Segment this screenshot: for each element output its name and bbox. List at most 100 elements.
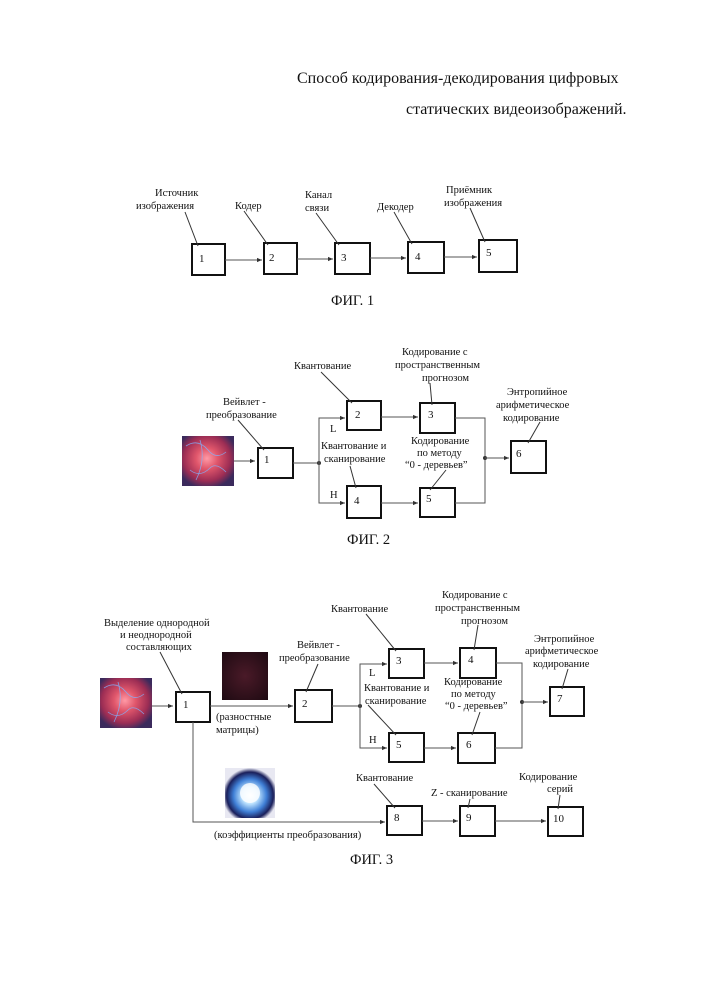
fig3-label-H: H bbox=[369, 735, 377, 746]
fig1-box-5 bbox=[479, 240, 517, 272]
fig3-box-2 bbox=[295, 690, 332, 722]
fig3-label-diff-1: (разностные bbox=[216, 712, 272, 723]
fig3-leader-3 bbox=[366, 614, 396, 651]
fig3-box-6 bbox=[458, 733, 495, 763]
fig3-leader-2 bbox=[306, 664, 318, 692]
fig1-label-coder: Кодер bbox=[235, 201, 262, 212]
fig2-label-L: L bbox=[330, 424, 336, 435]
fig1-label-channel-2: связи bbox=[305, 203, 329, 214]
fig3-label-entropy-2: арифметическое bbox=[525, 646, 599, 657]
fig1-leader-1 bbox=[185, 212, 198, 246]
fig2-label-entropy-3: кодирование bbox=[503, 413, 560, 424]
fig3-label-qscan-1: Квантование и bbox=[364, 683, 430, 694]
fig1-label-source-1: Источник bbox=[155, 188, 199, 199]
fig1-box-4-number: 4 bbox=[415, 251, 421, 263]
fig2-leader-2 bbox=[321, 372, 352, 403]
fig3-box-2-number: 2 bbox=[302, 698, 308, 710]
fig3-label-tree-1: Кодирование bbox=[444, 677, 503, 688]
fig2-diagram: 1 2 3 4 5 6 Вейвлет - преобразование Ква… bbox=[182, 347, 570, 548]
fig2-box-6-number: 6 bbox=[516, 448, 522, 460]
fig2-label-tree-1: Кодирование bbox=[411, 436, 470, 447]
fig2-label-wavelet-1: Вейвлет - bbox=[223, 397, 266, 408]
fig2-box-2-number: 2 bbox=[355, 409, 361, 421]
fig3-label-wavelet-1: Вейвлет - bbox=[297, 640, 340, 651]
fig3-label-qscan-2: сканирование bbox=[365, 696, 427, 707]
fig3-leader-8 bbox=[374, 784, 395, 808]
fig3-label-spatial-2: пространственным bbox=[435, 603, 520, 614]
fig2-box-2 bbox=[347, 401, 381, 430]
fig3-leader-5 bbox=[368, 705, 396, 735]
fig1-diagram: 1 2 3 4 5 Источник изображения Кодер Кан… bbox=[136, 185, 517, 309]
fig2-label-spatial-3: прогнозом bbox=[422, 373, 469, 384]
fig3-label-select-3: составляющих bbox=[126, 642, 193, 653]
fig3-label-quant: Квантование bbox=[331, 604, 389, 615]
fig3-leader-4 bbox=[474, 625, 478, 650]
fig3-label-runs-1: Кодирование bbox=[519, 772, 578, 783]
fig3-box-10-number: 10 bbox=[553, 813, 565, 825]
fig1-leader-4 bbox=[394, 212, 412, 244]
fig3-label-L: L bbox=[369, 668, 375, 679]
fig1-label-source-2: изображения bbox=[136, 201, 194, 212]
fig2-label-tree-3: “0 - деревьев” bbox=[405, 460, 468, 471]
fig2-caption: ФИГ. 2 bbox=[347, 532, 390, 548]
fig2-box-3 bbox=[420, 403, 455, 433]
fig3-label-spatial-3: прогнозом bbox=[461, 616, 508, 627]
fig3-coefficient-image bbox=[225, 768, 275, 818]
fig3-label-diff-2: матрицы) bbox=[216, 725, 259, 736]
fig3-label-select-1: Выделение однородной bbox=[104, 618, 210, 629]
fig3-box-4-number: 4 bbox=[468, 654, 474, 666]
fig2-box-3-number: 3 bbox=[428, 409, 434, 421]
fig3-box-4 bbox=[460, 648, 496, 678]
fig3-box-1 bbox=[176, 692, 210, 722]
fig3-label-runs-2: серий bbox=[547, 784, 573, 795]
fig1-leader-2 bbox=[244, 211, 268, 245]
fig3-input-image bbox=[100, 678, 152, 728]
fig2-label-wavelet-2: преобразование bbox=[206, 410, 277, 421]
fig3-box-5 bbox=[389, 733, 424, 762]
fig3-label-wavelet-2: преобразование bbox=[279, 653, 350, 664]
fig3-label-coef: (коэффициенты преобразования) bbox=[214, 830, 362, 841]
fig3-label-quant2: Квантование bbox=[356, 773, 414, 784]
fig3-box-3 bbox=[389, 649, 424, 678]
fig3-diagram: 1 2 3 4 5 6 7 8 9 10 Выде bbox=[100, 590, 599, 868]
fig1-leader-3 bbox=[316, 213, 339, 245]
fig3-box-1-number: 1 bbox=[183, 699, 189, 711]
fig2-leader-3 bbox=[430, 383, 432, 405]
fig3-label-tree-2: по методу bbox=[451, 689, 497, 700]
fig3-label-entropy-3: кодирование bbox=[533, 659, 590, 670]
fig2-leader-1 bbox=[238, 420, 264, 450]
fig2-label-spatial-1: Кодирование с bbox=[402, 347, 468, 358]
fig3-difference-image bbox=[222, 652, 268, 700]
fig2-label-entropy-1: Энтропийное bbox=[507, 387, 568, 398]
fig3-label-spatial-1: Кодирование с bbox=[442, 590, 508, 601]
fig2-label-entropy-2: арифметическое bbox=[496, 400, 570, 411]
fig3-box-8-number: 8 bbox=[394, 812, 400, 824]
fig1-box-1 bbox=[192, 244, 225, 275]
fig3-caption: ФИГ. 3 bbox=[350, 852, 393, 868]
fig1-caption: ФИГ. 1 bbox=[331, 293, 374, 309]
fig1-label-receiver-2: изображения bbox=[444, 198, 502, 209]
fig1-box-4 bbox=[408, 242, 444, 273]
fig1-box-1-number: 1 bbox=[199, 253, 205, 265]
fig1-box-3-number: 3 bbox=[341, 252, 347, 264]
fig3-box-7 bbox=[550, 687, 584, 716]
fig3-label-entropy-1: Энтропийное bbox=[534, 634, 595, 645]
fig3-label-select-2: и неоднородной bbox=[120, 630, 192, 641]
fig3-leader-6 bbox=[472, 712, 480, 735]
fig3-box-8 bbox=[387, 806, 422, 835]
fig2-box-4 bbox=[347, 486, 381, 518]
fig3-box-6-number: 6 bbox=[466, 739, 472, 751]
fig3-label-zscan: Z - сканирование bbox=[431, 788, 508, 799]
fig2-box-1-number: 1 bbox=[264, 454, 270, 466]
fig2-label-H: H bbox=[330, 490, 338, 501]
fig1-label-receiver-1: Приёмник bbox=[446, 185, 493, 196]
fig3-box-5-number: 5 bbox=[396, 739, 402, 751]
fig2-label-qscan-2: сканирование bbox=[324, 454, 386, 465]
fig1-leader-5 bbox=[470, 208, 485, 242]
fig3-leader-1 bbox=[160, 652, 182, 694]
fig2-input-image bbox=[182, 436, 234, 486]
fig3-box-9-number: 9 bbox=[466, 812, 472, 824]
fig2-box-4-number: 4 bbox=[354, 495, 360, 507]
fig1-box-5-number: 5 bbox=[486, 247, 492, 259]
